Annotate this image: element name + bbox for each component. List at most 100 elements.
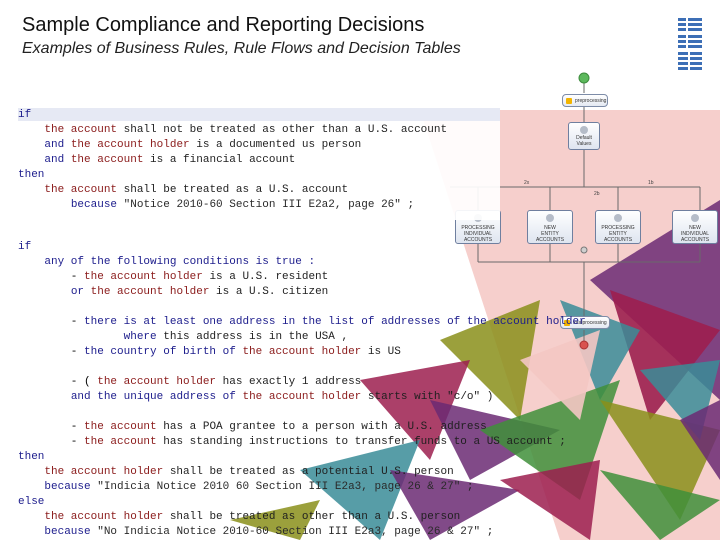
task-icon bbox=[566, 98, 572, 104]
rule-text bbox=[64, 139, 71, 151]
rule-phrase: the account bbox=[84, 436, 157, 448]
rule-text: this address is in the USA , bbox=[156, 331, 349, 343]
rule-keyword: if bbox=[18, 241, 32, 253]
rule-flow-connectors bbox=[450, 72, 701, 350]
rule-line: any of the following conditions is true … bbox=[18, 255, 315, 270]
rule-line: if bbox=[18, 240, 31, 255]
rule-text: shall be treated as a U.S. account bbox=[117, 184, 349, 196]
rule-line: and the account holder is a documented u… bbox=[18, 138, 361, 153]
totalprocessing-task[interactable]: totalprocessing bbox=[560, 316, 610, 329]
rule-text: starts with "c/o" ) bbox=[361, 391, 494, 403]
rule-keyword: where bbox=[123, 331, 157, 343]
rule-text: has standing instructions to transfer fu… bbox=[156, 436, 566, 448]
rule-line: or the account holder is a U.S. citizen bbox=[18, 285, 328, 300]
rule-line: then bbox=[18, 168, 44, 183]
rule-phrase: the account holder bbox=[44, 466, 164, 478]
rule-text: shall be treated as other than a U.S. pe… bbox=[163, 511, 461, 523]
rule-line: - there is at least one address in the l… bbox=[18, 315, 586, 330]
rule-line: - the account holder is a U.S. resident bbox=[18, 270, 328, 285]
branch-label: 2b bbox=[594, 191, 600, 197]
rule-keyword: then bbox=[18, 169, 45, 181]
rule-line: the account holder shall be treated as o… bbox=[18, 510, 460, 525]
rule-line: - the account has a POA grantee to a per… bbox=[18, 420, 487, 435]
rule-text: has exactly 1 address bbox=[216, 376, 362, 388]
rule-keyword: because bbox=[44, 481, 91, 493]
rule-text bbox=[18, 124, 44, 136]
rule-text: shall be treated as a potential U.S. per… bbox=[163, 466, 454, 478]
node-icon bbox=[614, 214, 622, 222]
rule-keyword: there is at least one address in the lis… bbox=[84, 316, 586, 328]
rule-text: "No Indicia Notice 2010-60 Section III E… bbox=[97, 526, 481, 538]
rule-text: ; bbox=[400, 199, 415, 211]
node-icon bbox=[691, 214, 699, 222]
slide-title: Sample Compliance and Reporting Decision… bbox=[22, 14, 425, 36]
rule-line: because "Indicia Notice 2010 60 Section … bbox=[18, 480, 473, 495]
rule-line: then bbox=[18, 450, 44, 465]
rule-keyword: if bbox=[18, 109, 32, 121]
rule-phrase: the account holder bbox=[90, 286, 210, 298]
rule-keyword: because bbox=[44, 526, 91, 538]
rule-phrase: the account holder bbox=[44, 511, 164, 523]
rule-text: is a documented us person bbox=[189, 139, 362, 151]
rule-text: is US bbox=[361, 346, 401, 358]
rule-phrase: the account holder bbox=[84, 271, 203, 283]
rule-text bbox=[117, 199, 124, 211]
ibm-logo bbox=[678, 18, 702, 70]
rule-text bbox=[18, 391, 71, 403]
rule-line: if bbox=[18, 108, 31, 123]
slide-subtitle: Examples of Business Rules, Rule Flows a… bbox=[22, 40, 461, 57]
rule-text bbox=[18, 139, 44, 151]
branch-label: 1b bbox=[648, 180, 654, 186]
rule-text bbox=[64, 154, 71, 166]
rule-keyword: and bbox=[44, 139, 65, 151]
rule-text bbox=[18, 526, 44, 538]
rule-text: - bbox=[18, 421, 85, 433]
rule-phrase: the account bbox=[84, 421, 157, 433]
rule-text: - bbox=[18, 316, 85, 328]
rule-phrase: the account bbox=[70, 154, 144, 166]
selected-line-highlight bbox=[18, 108, 500, 121]
preprocessing-task[interactable]: preprocessing bbox=[562, 94, 608, 107]
rule-line: else bbox=[18, 495, 44, 510]
rule-phrase: the account holder bbox=[97, 376, 217, 388]
rule-phrase: the account holder bbox=[242, 391, 362, 403]
rule-text: is a financial account bbox=[143, 154, 296, 166]
node-icon bbox=[580, 126, 588, 134]
rule-text bbox=[84, 286, 91, 298]
rule-text bbox=[18, 256, 44, 268]
rule-line: the account shall not be treated as othe… bbox=[18, 123, 447, 138]
rule-text: - ( bbox=[18, 376, 98, 388]
rule-line: because "Notice 2010-60 Section III E2a2… bbox=[18, 198, 414, 213]
business-rule-1[interactable]: if the account shall not be treated as o… bbox=[18, 108, 500, 220]
rule-text: - bbox=[18, 436, 85, 448]
task-icon bbox=[564, 320, 570, 326]
rule-text: - bbox=[18, 346, 85, 358]
node-icon bbox=[546, 214, 554, 222]
rule-text: shall not be treated as other than a U.S… bbox=[117, 124, 448, 136]
rule-text bbox=[18, 511, 44, 523]
rule-text: has a POA grantee to a person with a U.S… bbox=[156, 421, 487, 433]
rule-text bbox=[18, 331, 124, 343]
rule-phrase: the account holder bbox=[242, 346, 362, 358]
rule-text: is a U.S. resident bbox=[202, 271, 329, 283]
branch-label: 2x bbox=[524, 180, 530, 186]
rule-text: is a U.S. citizen bbox=[209, 286, 329, 298]
rule-text bbox=[18, 481, 44, 493]
rule-line: and the unique address of the account ho… bbox=[18, 390, 494, 405]
rule-phrase: the account holder bbox=[70, 139, 190, 151]
rule-line: - ( the account holder has exactly 1 add… bbox=[18, 375, 361, 390]
business-rule-2[interactable]: if any of the following conditions is tr… bbox=[18, 240, 586, 538]
rule-keyword: because bbox=[70, 199, 118, 211]
rule-line: and the account is a financial account bbox=[18, 153, 295, 168]
rule-keyword: the unique address of bbox=[97, 391, 236, 403]
rule-keyword: or bbox=[70, 286, 85, 298]
rule-text: ; bbox=[480, 526, 494, 538]
rule-line: where this address is in the USA , bbox=[18, 330, 348, 345]
rule-line: because "No Indicia Notice 2010-60 Secti… bbox=[18, 525, 493, 540]
rule-keyword: else bbox=[18, 496, 45, 508]
